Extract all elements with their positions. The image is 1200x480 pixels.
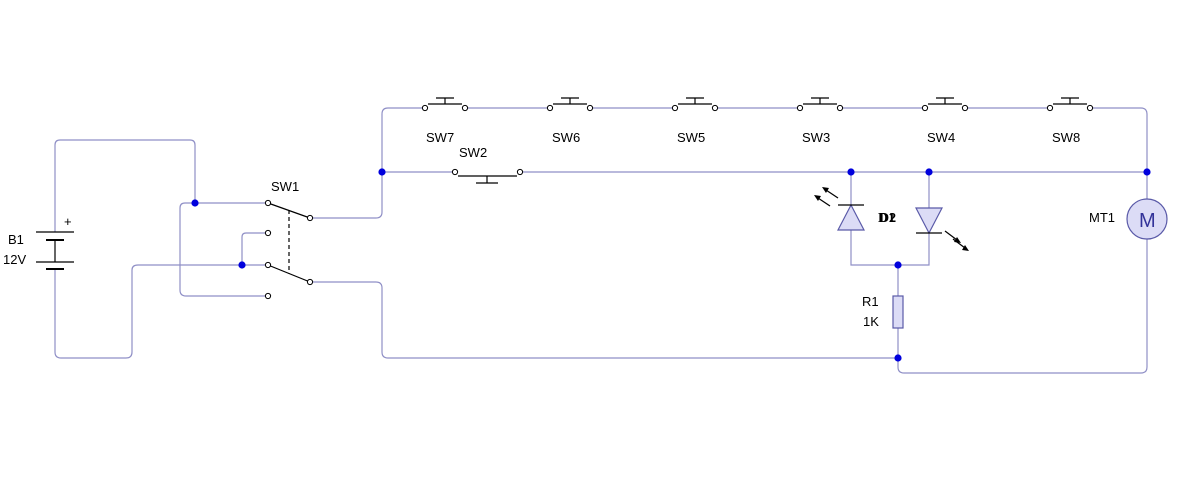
junction-dot [894,261,902,269]
sw5-ref-label: SW5 [677,130,705,145]
sw1-terminal [264,292,272,300]
sw7-ref-label: SW7 [426,130,454,145]
led-d1-emission-arrow [817,197,831,207]
led-d2-body [915,207,943,235]
wire-dpdt-cross-left [179,202,268,297]
wire-led2-bottom [898,233,930,266]
led-d1-ref-label: D1 [878,211,895,226]
switch-sw1: SW1 [264,179,314,300]
wire-sw1-out-lower [310,281,898,359]
sw3-ref-label: SW3 [802,130,830,145]
sw2-ref-label: SW2 [459,145,487,160]
junction-dot [925,168,933,176]
pushbutton-sw3: SW3 [796,97,844,145]
resistor-r1: R1 1K [862,294,904,329]
led-d2-emission-arrow [944,230,958,241]
junction-dot [847,168,855,176]
sw1-terminal [264,199,272,207]
junction-dot [238,261,246,269]
led-d2-emission-arrow [952,238,966,249]
led-d1-body [837,203,865,231]
battery-b1: + B1 12V [3,214,74,270]
resistor-ref-label: R1 [862,294,879,309]
wire-dpdt-cross-right [241,232,268,265]
battery-value-label: 12V [3,252,26,267]
motor-symbol-label: M [1139,210,1156,232]
sw1-terminal [264,261,272,269]
junctions [191,168,1151,362]
sw4-ref-label: SW4 [927,130,955,145]
wire-battery-bottom [54,264,242,359]
pushbutton-sw8: SW8 [1046,97,1094,145]
sw1-terminal [264,229,272,237]
sw1-ref-label: SW1 [271,179,299,194]
wire-motor-bottom [897,239,1148,374]
pushbutton-sw4: SW4 [921,97,969,145]
pushbutton-sw7: SW7 [421,97,469,145]
junction-dot [191,199,199,207]
battery-ref-label: B1 [8,232,24,247]
battery-plus-label: + [64,214,72,229]
junction-dot [1143,168,1151,176]
sw1-terminal [306,278,314,286]
led-d2-ref-label: D2 [879,211,896,226]
motor-mt1: M MT1 [1089,198,1168,240]
pushbutton-sw2: SW2 [451,145,524,184]
motor-ref-label: MT1 [1089,210,1115,225]
led-d1 [814,187,865,231]
wire-top-rail [381,107,425,172]
wire-sw1-out-upper [310,172,383,219]
sw1-terminal [306,214,314,222]
led-d1-emission-arrow [825,189,839,199]
sw6-ref-label: SW6 [552,130,580,145]
sw8-ref-label: SW8 [1052,130,1080,145]
motor-mt1-body [1126,198,1168,240]
pushbutton-sw6: SW6 [546,97,594,145]
junction-dot [378,168,386,176]
wire-led1-bottom [850,230,898,266]
wire-top-rail-end [1090,107,1148,172]
wire-battery-top [54,139,196,229]
pushbutton-sw5: SW5 [671,97,719,145]
led-d2 [915,207,969,251]
resistor-value-label: 1K [863,314,879,329]
wires [54,107,1148,374]
resistor-r1-body [892,295,904,329]
junction-dot [894,354,902,362]
